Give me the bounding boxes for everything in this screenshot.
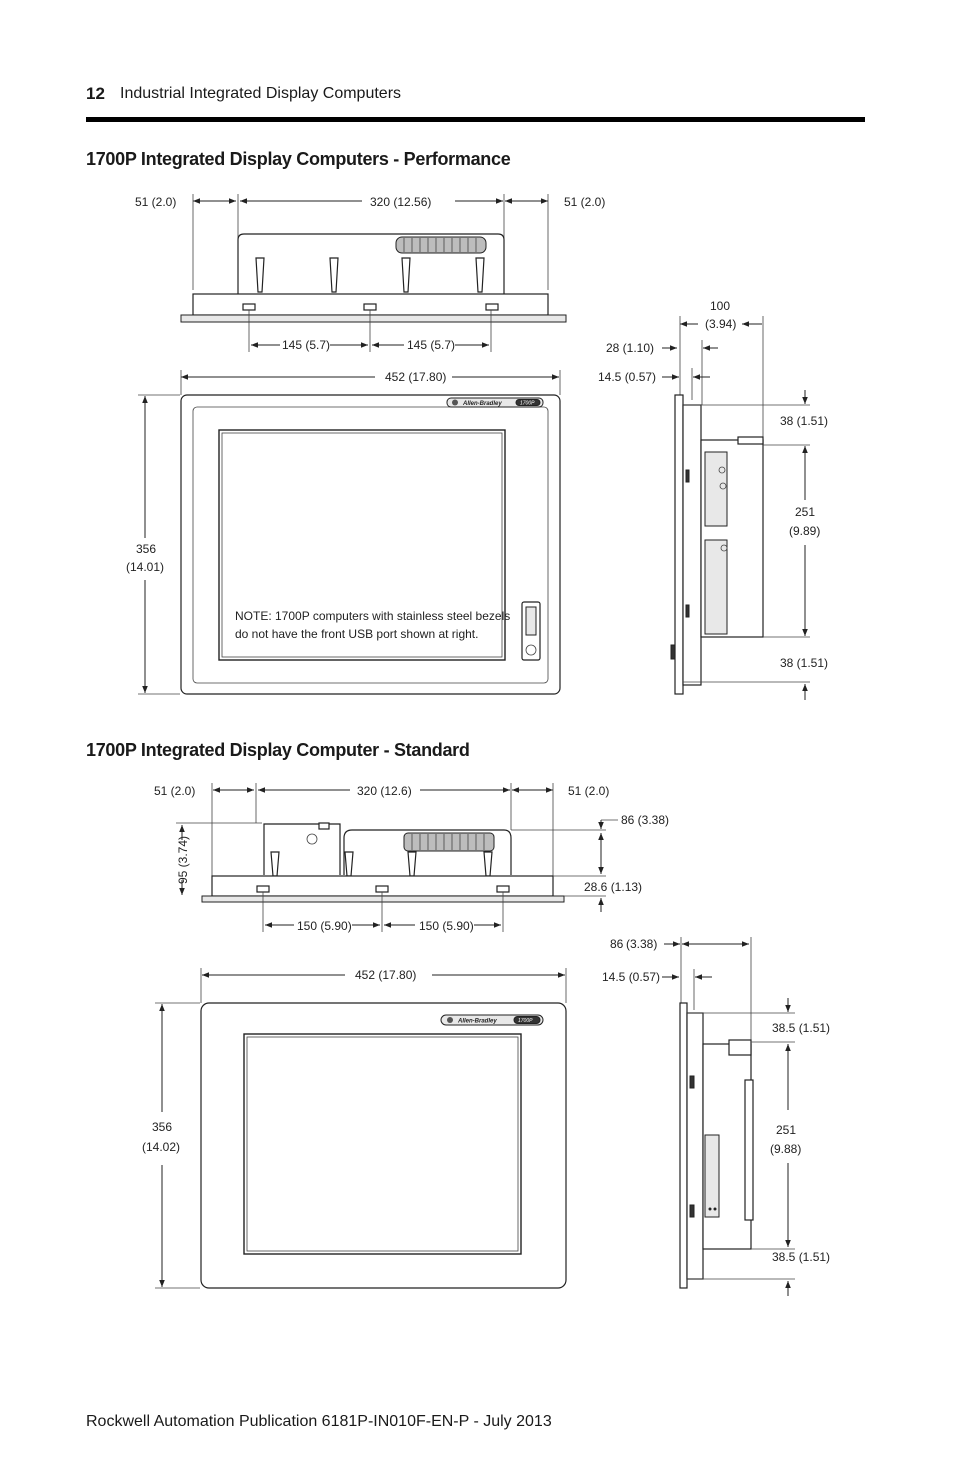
perf-top-right-margin: 51 (2.0) bbox=[564, 195, 605, 209]
section-title-standard: 1700P Integrated Display Computer - Stan… bbox=[86, 740, 470, 760]
perf-spacing-right: 145 (5.7) bbox=[407, 338, 455, 352]
perf-top-left-margin: 51 (2.0) bbox=[135, 195, 176, 209]
std-side-top-offset: 38.5 (1.51) bbox=[772, 1021, 830, 1035]
std-side-mount-in: (9.88) bbox=[770, 1142, 801, 1156]
std-front-width: 452 (17.80) bbox=[355, 968, 416, 982]
perf-model-label: 1700P bbox=[520, 401, 535, 407]
perf-side-mount-in: (9.89) bbox=[789, 524, 820, 538]
std-top-height-right: 86 (3.38) bbox=[621, 813, 669, 827]
standard-side-view: 86 (3.38) 14.5 (0.57) 38.5 (1.51) 251 (9… bbox=[602, 937, 830, 1296]
std-spacing-left: 150 (5.90) bbox=[297, 919, 352, 933]
perf-front-width: 452 (17.80) bbox=[385, 370, 446, 384]
std-top-width: 320 (12.6) bbox=[357, 784, 412, 798]
standard-front-view: 452 (17.80) 356 (14.02) Allen-Bradley 17… bbox=[142, 968, 567, 1289]
perf-side-bezel-depth: 28 (1.10) bbox=[606, 341, 654, 355]
std-top-left-margin: 51 (2.0) bbox=[154, 784, 195, 798]
perf-top-width: 320 (12.56) bbox=[370, 195, 431, 209]
std-side-depth-in: (3.38) bbox=[626, 937, 657, 951]
std-side-panel-depth: 14.5 (0.57) bbox=[602, 970, 660, 984]
std-top-height-left: 95 (3.74) bbox=[176, 836, 190, 884]
performance-side-view: 100 (3.94) 28 (1.10) 14.5 (0.57) 38 (1.5… bbox=[598, 299, 828, 700]
std-side-depth-mm: 86 bbox=[610, 937, 624, 951]
perf-side-depth-mm: 100 bbox=[710, 299, 730, 313]
std-top-right-margin: 51 (2.0) bbox=[568, 784, 609, 798]
std-front-height-mm: 356 bbox=[152, 1120, 172, 1134]
std-brand-label: Allen-Bradley bbox=[457, 1019, 497, 1025]
perf-front-height-mm: 356 bbox=[136, 542, 156, 556]
std-side-mount-mm: 251 bbox=[776, 1123, 796, 1137]
performance-top-view: 51 (2.0) 320 (12.56) 51 (2.0) 14 bbox=[135, 194, 605, 352]
running-header: Industrial Integrated Display Computers bbox=[120, 85, 402, 102]
footer-publication: Rockwell Automation Publication 6181P-IN… bbox=[86, 1413, 552, 1430]
perf-front-height-in: (14.01) bbox=[126, 560, 164, 574]
perf-brand-label: Allen-Bradley bbox=[462, 401, 502, 407]
page-number: 12 bbox=[86, 84, 105, 103]
perf-side-depth-in: (3.94) bbox=[705, 317, 736, 331]
perf-side-top-offset: 38 (1.51) bbox=[780, 414, 828, 428]
perf-side-mount-mm: 251 bbox=[795, 505, 815, 519]
header-rule bbox=[86, 117, 865, 122]
section-title-performance: 1700P Integrated Display Computers - Per… bbox=[86, 149, 511, 169]
std-front-height-in: (14.02) bbox=[142, 1140, 180, 1154]
std-model-label: 1700P bbox=[518, 1018, 533, 1024]
std-side-bottom-offset: 38.5 (1.51) bbox=[772, 1250, 830, 1264]
performance-front-view: 452 (17.80) 356 (14.01) Allen-Bradley 17… bbox=[126, 370, 561, 695]
std-spacing-right: 150 (5.90) bbox=[419, 919, 474, 933]
std-top-bezel-depth: 28.6 (1.13) bbox=[584, 880, 642, 894]
perf-side-panel-depth: 14.5 (0.57) bbox=[598, 370, 656, 384]
perf-note-line2: do not have the front USB port shown at … bbox=[235, 627, 478, 641]
standard-top-view: 51 (2.0) 320 (12.6) 51 (2.0) 150 bbox=[154, 783, 669, 933]
perf-spacing-left: 145 (5.7) bbox=[282, 338, 330, 352]
perf-note-line1: NOTE: 1700P computers with stainless ste… bbox=[235, 609, 510, 623]
perf-side-bottom-offset: 38 (1.51) bbox=[780, 656, 828, 670]
